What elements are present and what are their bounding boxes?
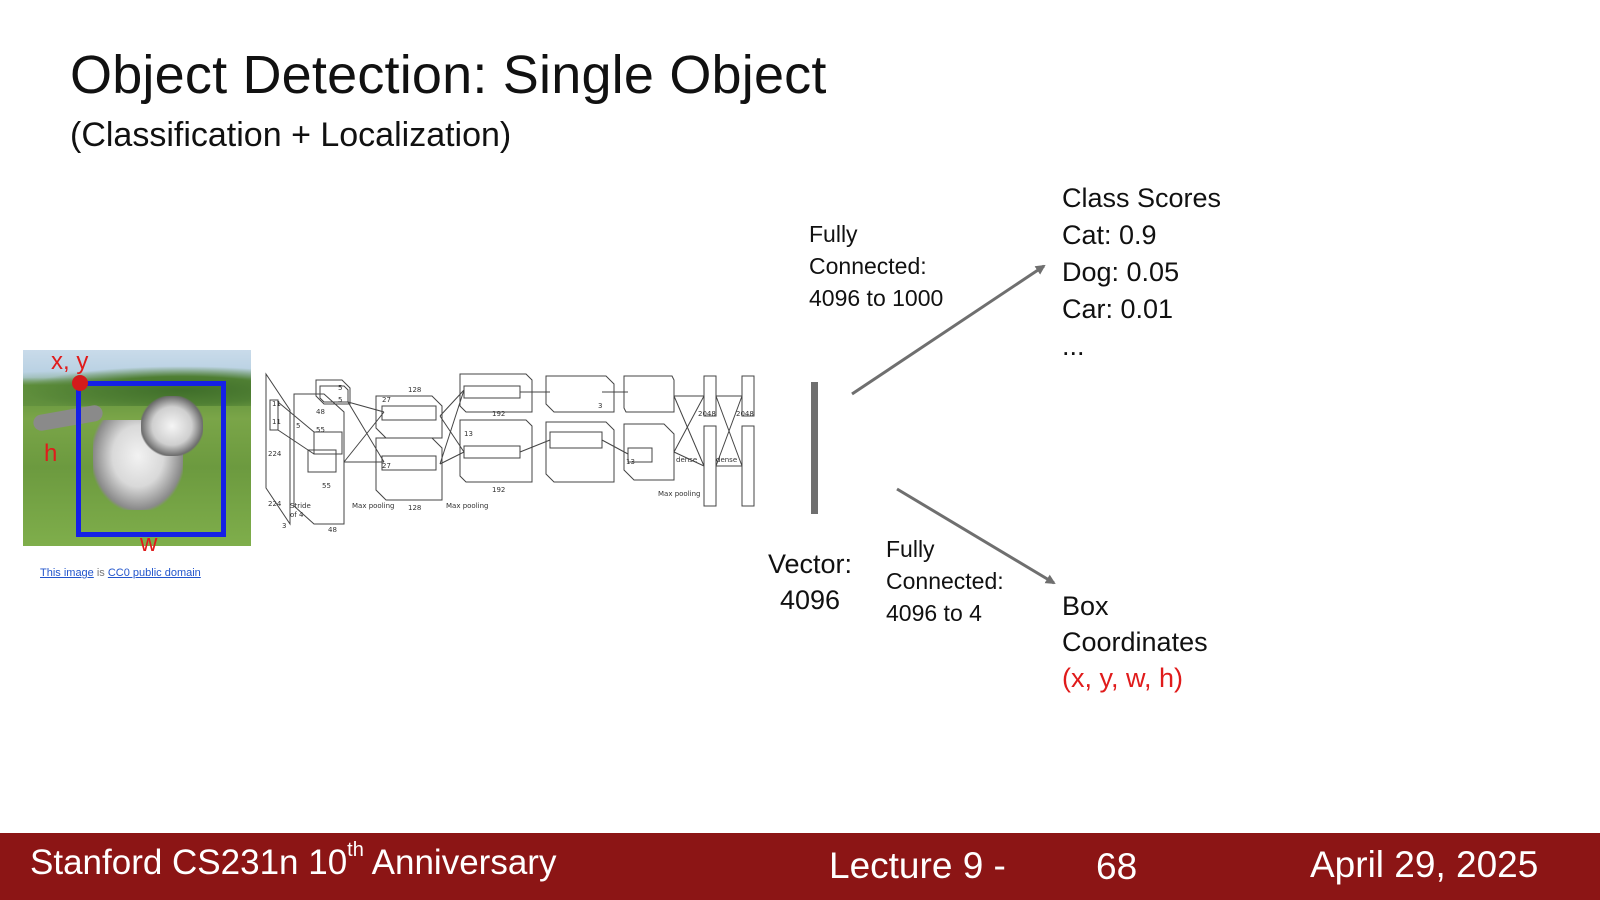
fc-bottom-line1: Fully — [886, 536, 935, 562]
image-credit-link[interactable]: This image — [40, 567, 94, 579]
license-link[interactable]: CC0 public domain — [107, 567, 201, 579]
class-scores: Class Scores Cat: 0.9 Dog: 0.05 Car: 0.0… — [1062, 180, 1221, 365]
bbox-corner-dot — [72, 375, 88, 391]
alexnet-label-224b: 224 — [268, 500, 282, 508]
box-line2: Coordinates — [1062, 627, 1208, 657]
footer-lecture: Lecture 9 - — [829, 845, 1006, 886]
fc-bottom-line3: 4096 to 4 — [886, 600, 982, 626]
alexnet-label-13a: 13 — [464, 430, 473, 438]
conv5-block-bottom — [623, 423, 675, 481]
fc-bottom-line2: Connected: — [886, 568, 1004, 594]
vector-label: Vector: 4096 — [768, 546, 852, 618]
class-scores-header: Class Scores — [1062, 183, 1222, 213]
box-coordinates: Box Coordinates (x, y, w, h) — [1062, 588, 1208, 696]
class-score-cat: Cat: 0.9 — [1062, 220, 1157, 250]
alexnet-label-2048b: 2048 — [736, 410, 754, 418]
alexnet-label-3b: 3 — [598, 402, 602, 410]
footer-course-suffix: Anniversary — [363, 843, 557, 882]
photo-trees — [23, 366, 251, 406]
alexnet-label-48b: 48 — [328, 526, 337, 534]
conv3-block-top — [459, 373, 533, 413]
fc-bottom-label: Fully Connected: 4096 to 4 — [886, 533, 1004, 629]
conv4-block-bottom — [545, 421, 615, 483]
class-score-ellipsis: ... — [1062, 331, 1085, 361]
alexnet-label-3a: 3 — [282, 522, 286, 530]
alexnet-label-27b: 27 — [382, 462, 391, 470]
footer-course-sup: th — [347, 839, 364, 861]
alexnet-label-5b: 5 — [338, 396, 342, 404]
dense-2-bottom — [741, 425, 755, 507]
footer-date: April 29, 2025 — [1310, 844, 1539, 885]
alexnet-label-224a: 224 — [268, 450, 282, 458]
input-slab — [265, 372, 291, 526]
alexnet-label-27a: 27 — [382, 396, 391, 404]
alexnet-label-5a: 5 — [338, 384, 342, 392]
alexnet-label-128b: 128 — [408, 504, 421, 512]
alexnet-label-maxpool-2: Max pooling — [446, 502, 488, 510]
box-line1: Box — [1062, 591, 1109, 621]
conv3-block-bottom — [459, 419, 533, 483]
slide-footer: Stanford CS231n 10th Anniversary Lecture… — [0, 833, 1600, 900]
alexnet-label-11a: 11 — [272, 400, 281, 408]
alexnet-label-13b: 13 — [626, 458, 635, 466]
footer-page-number: 68 — [1096, 846, 1138, 887]
conv4-block-top — [545, 375, 615, 413]
alexnet-label-5c: 5 — [296, 422, 300, 430]
alexnet-label-dense-b: dense — [716, 456, 737, 464]
footer-course: Stanford CS231n 10th Anniversary — [30, 839, 557, 883]
conv2-block-top — [375, 395, 443, 439]
conv5-block-top — [623, 375, 675, 413]
feature-vector-bar — [811, 382, 818, 514]
bounding-box — [76, 381, 226, 537]
image-credit-middle: is — [93, 567, 108, 579]
input-kernel — [269, 399, 279, 431]
conv1-block — [293, 393, 345, 525]
alexnet-label-11b: 11 — [272, 418, 281, 426]
alexnet-label-55b: 55 — [322, 482, 331, 490]
slide-subtitle: (Classification + Localization) — [70, 116, 512, 154]
alexnet-label-of4: of 4 — [290, 511, 304, 519]
fc-top-line3: 4096 to 1000 — [809, 285, 944, 311]
image-credit: This image is CC0 public domain — [40, 567, 201, 579]
fc-top-label: Fully Connected: 4096 to 1000 — [809, 218, 943, 314]
alexnet-label-48a: 48 — [316, 408, 325, 416]
fc-top-line1: Fully — [809, 221, 858, 247]
dense-1-bottom — [703, 425, 717, 507]
slide-title: Object Detection: Single Object — [70, 45, 827, 105]
alexnet-diagram: 224 224 11 11 Stride of 4 3 55 55 5 5 48… — [265, 372, 755, 534]
alexnet-label-55a: 55 — [316, 426, 325, 434]
footer-course-text: Stanford CS231n 10 — [30, 843, 348, 882]
bbox-h-label: h — [44, 440, 58, 467]
fc-top-line2: Connected: — [809, 253, 927, 279]
alexnet-label-2048a: 2048 — [698, 410, 716, 418]
photo-cat-head — [141, 396, 203, 456]
bbox-w-label: w — [140, 530, 158, 557]
bbox-xy-label: x, y — [51, 348, 89, 375]
alexnet-label-maxpool-3: Max pooling — [658, 490, 700, 498]
class-score-car: Car: 0.01 — [1062, 294, 1174, 324]
alexnet-label-maxpool-1: Max pooling — [352, 502, 394, 510]
alexnet-label-128a: 128 — [408, 386, 421, 394]
class-score-dog: Dog: 0.05 — [1062, 257, 1180, 287]
alexnet-label-192a: 192 — [492, 410, 505, 418]
alexnet-label-stride: Stride — [290, 502, 311, 510]
alexnet-label-192b: 192 — [492, 486, 505, 494]
vector-label-line2: 4096 — [779, 585, 841, 615]
conv2-block-bottom — [375, 437, 443, 501]
alexnet-label-dense-a: dense — [676, 456, 697, 464]
vector-label-line1: Vector: — [768, 549, 853, 579]
box-line3: (x, y, w, h) — [1062, 663, 1184, 693]
